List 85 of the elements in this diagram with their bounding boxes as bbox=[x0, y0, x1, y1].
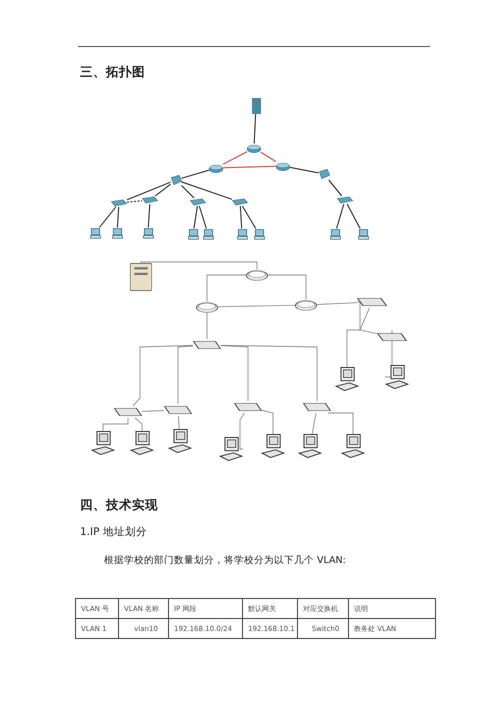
network-link bbox=[346, 308, 370, 368]
computer-icon bbox=[91, 431, 115, 455]
network-link bbox=[134, 418, 142, 432]
network-link bbox=[328, 180, 342, 196]
network-link bbox=[220, 345, 248, 402]
section-heading: 四、技术实现 bbox=[80, 497, 158, 514]
network-link bbox=[240, 412, 245, 450]
switch-icon bbox=[232, 198, 248, 206]
network-link bbox=[222, 166, 276, 168]
switch-icon bbox=[318, 168, 330, 180]
router-icon bbox=[295, 300, 317, 310]
computer-icon bbox=[261, 434, 285, 458]
router-icon bbox=[209, 164, 223, 172]
switch-icon bbox=[303, 401, 331, 413]
switch-icon bbox=[111, 199, 127, 207]
switch-icon bbox=[190, 198, 206, 206]
server-icon bbox=[252, 98, 260, 114]
router-icon bbox=[196, 302, 218, 312]
computer-icon bbox=[90, 228, 100, 238]
switch-icon bbox=[170, 174, 182, 186]
paragraph: 根据学校的部门数量划分，将学校分为以下几个 VLAN: bbox=[104, 554, 346, 567]
computer-icon bbox=[298, 434, 322, 458]
network-link bbox=[336, 204, 344, 229]
network-link bbox=[126, 200, 142, 203]
network-link bbox=[316, 302, 358, 305]
switch-icon bbox=[377, 331, 407, 343]
section-heading: 三、拓扑图 bbox=[80, 64, 145, 81]
network-link bbox=[218, 304, 296, 308]
network-link bbox=[148, 204, 150, 228]
computer-icon bbox=[219, 437, 243, 461]
network-link bbox=[240, 206, 242, 229]
network-link bbox=[328, 412, 354, 434]
network-link bbox=[181, 181, 232, 200]
switch-icon bbox=[357, 296, 387, 308]
network-link bbox=[356, 302, 378, 334]
switch-icon bbox=[234, 401, 262, 413]
computer-icon bbox=[130, 431, 154, 455]
network-link bbox=[254, 114, 256, 144]
computer-icon bbox=[358, 228, 368, 240]
switch-icon bbox=[337, 196, 353, 204]
network-link bbox=[206, 312, 208, 340]
computer-icon bbox=[254, 228, 264, 240]
network-link bbox=[206, 274, 246, 302]
router-icon bbox=[246, 270, 268, 280]
switch-icon bbox=[193, 339, 221, 351]
switch-icon bbox=[142, 196, 158, 204]
switch-icon bbox=[114, 406, 142, 418]
network-link bbox=[290, 166, 319, 174]
network-link bbox=[132, 345, 194, 406]
subsection-heading: 1.IP 地址划分 bbox=[80, 525, 147, 539]
router-icon bbox=[276, 162, 290, 170]
network-link bbox=[312, 412, 316, 434]
network-link bbox=[178, 416, 180, 430]
network-link bbox=[220, 344, 318, 402]
computer-icon bbox=[236, 228, 248, 240]
network-link bbox=[260, 152, 276, 162]
network-link bbox=[262, 410, 274, 434]
network-link bbox=[222, 151, 248, 165]
switch-icon bbox=[164, 404, 192, 416]
network-link bbox=[242, 206, 256, 229]
network-link bbox=[181, 185, 194, 198]
router-icon bbox=[247, 144, 261, 152]
computer-icon bbox=[188, 228, 198, 240]
computer-icon bbox=[341, 434, 365, 458]
network-link bbox=[140, 262, 258, 270]
network-link bbox=[142, 410, 164, 412]
computer-icon bbox=[202, 228, 214, 240]
network-link bbox=[181, 170, 210, 179]
server-icon bbox=[130, 263, 152, 291]
network-link bbox=[193, 206, 198, 229]
computer-icon bbox=[112, 228, 122, 238]
computer-icon bbox=[330, 228, 340, 240]
network-link bbox=[268, 274, 306, 300]
network-link bbox=[154, 184, 171, 196]
computer-icon bbox=[335, 367, 359, 391]
network-link bbox=[198, 206, 207, 229]
network-link bbox=[98, 206, 116, 228]
network-link bbox=[346, 204, 361, 229]
computer-icon bbox=[142, 228, 154, 238]
network-link bbox=[178, 346, 194, 404]
computer-icon bbox=[168, 429, 192, 453]
network-link bbox=[116, 206, 120, 228]
computer-icon bbox=[385, 365, 409, 389]
network-link bbox=[126, 182, 171, 200]
network-link bbox=[102, 418, 128, 432]
